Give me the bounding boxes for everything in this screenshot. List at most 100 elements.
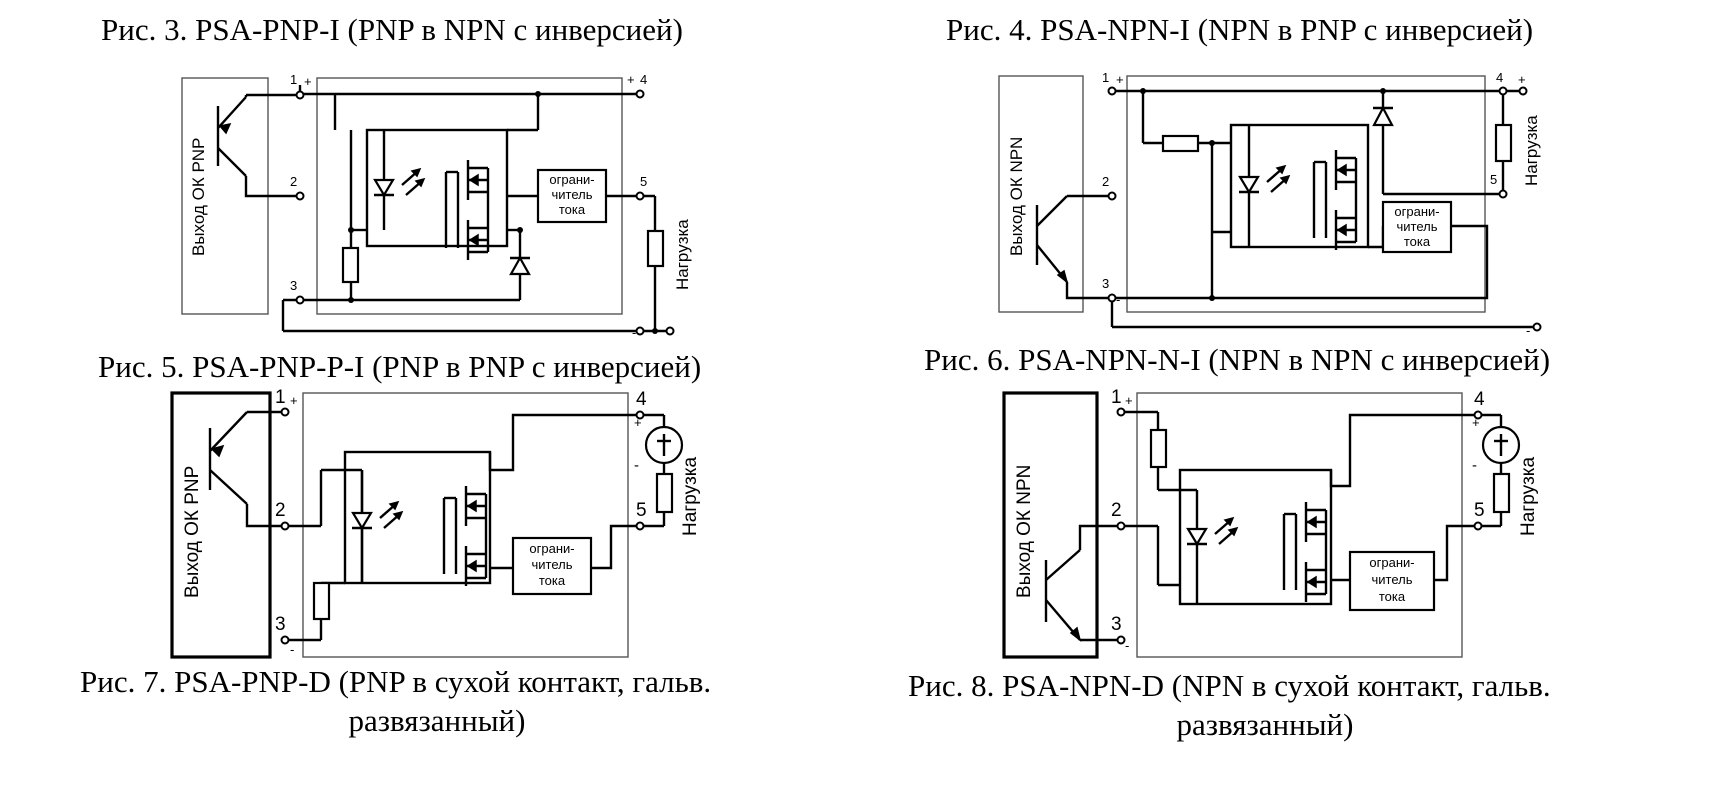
svg-text:2: 2: [1111, 500, 1122, 521]
svg-text:1: 1: [1111, 387, 1122, 408]
svg-text:тока: тока: [559, 202, 586, 217]
resistor-icon: [1161, 134, 1200, 153]
svg-text:5: 5: [636, 500, 647, 521]
svg-text:тока: тока: [1404, 234, 1431, 249]
diode-icon: [1372, 105, 1394, 127]
svg-text:5: 5: [640, 174, 647, 189]
svg-text:1: 1: [1102, 70, 1109, 85]
svg-text:+: +: [290, 393, 298, 408]
resistor-icon: [1494, 123, 1513, 163]
svg-text:3: 3: [1111, 614, 1122, 635]
output-pnp-label: Выход ОК PNP: [189, 138, 208, 256]
current-limiter-block: ограни- читель тока: [1381, 200, 1453, 254]
svg-text:2: 2: [290, 174, 297, 189]
svg-text:читель: читель: [1397, 219, 1438, 234]
load-label: Нагрузка: [673, 219, 692, 290]
figure-4: Рис. 4. PSA-NPN-I (NPN в PNP с инверсией…: [946, 12, 1542, 338]
figure-3-caption: Рис. 3. PSA-PNP-I (PNP в NPN с инверсией…: [101, 12, 683, 47]
load-label: Нагрузка: [1518, 456, 1539, 536]
svg-text:-: -: [634, 457, 639, 474]
svg-text:3: 3: [1102, 276, 1109, 291]
led-icon: [350, 500, 404, 530]
svg-text:-: -: [1116, 292, 1120, 307]
svg-text:5: 5: [1490, 172, 1497, 187]
photo-mosfet-icon: [442, 484, 488, 588]
output-module-box: [998, 75, 1084, 313]
resistor-icon: [655, 472, 674, 514]
svg-text:3: 3: [290, 278, 297, 293]
led-icon: [1185, 516, 1239, 546]
photo-mosfet-icon: [1312, 148, 1358, 252]
svg-text:ограни-: ограни-: [1394, 204, 1439, 219]
bipolar-transistor-icon: [1035, 195, 1069, 284]
svg-text:+: +: [1518, 72, 1526, 87]
figure-6: Рис. 6. PSA-NPN-N-I (NPN в NPN с инверси…: [924, 342, 1550, 659]
figure-3: Рис. 3. PSA-PNP-I (PNP в NPN с инверсией…: [101, 12, 692, 340]
resistor-icon: [341, 246, 360, 284]
svg-text:3: 3: [275, 614, 286, 635]
figure-4-caption: Рис. 4. PSA-NPN-I (NPN в PNP с инверсией…: [946, 12, 1533, 47]
svg-text:4: 4: [1496, 70, 1503, 85]
svg-text:читель: читель: [552, 187, 593, 202]
svg-text:ограни-: ограни-: [549, 172, 594, 187]
svg-text:тока: тока: [539, 573, 566, 588]
module-box: [1136, 392, 1463, 658]
svg-text:-: -: [1526, 323, 1530, 338]
figure-8-caption-line-1: Рис. 8. PSA-NPN-D (NPN в сухой контакт, …: [908, 668, 1551, 703]
diode-icon: [509, 255, 531, 276]
terminals: 1 + 2 3 - 4 + 5 -: [1102, 70, 1542, 338]
svg-text:4: 4: [636, 389, 647, 410]
terminals: 1 + 2 3 - 4 + 5 -: [1111, 387, 1485, 653]
svg-text:+: +: [627, 72, 635, 87]
load-label: Нагрузка: [680, 456, 701, 536]
figure-7-caption-line-2: развязанный): [349, 703, 526, 738]
svg-text:+: +: [304, 74, 312, 89]
output-npn-label: Выход ОК NPN: [1014, 465, 1035, 598]
signal-lamp-icon: [1481, 425, 1521, 465]
svg-text:4: 4: [640, 72, 647, 87]
led-icon: [1237, 164, 1291, 194]
current-limiter-block: ограни- читель тока: [1348, 550, 1436, 612]
bipolar-transistor-icon: [216, 95, 248, 177]
figure-6-caption: Рис. 6. PSA-NPN-N-I (NPN в NPN с инверси…: [924, 342, 1550, 377]
svg-text:ограни-: ограни-: [529, 541, 574, 556]
bipolar-transistor-icon: [208, 411, 248, 505]
figure-5-caption: Рис. 5. PSA-PNP-P-I (PNP в PNP с инверси…: [98, 349, 701, 384]
resistor-icon: [1149, 428, 1168, 469]
terminals: 1 + 2 3 - 4 + 5 -: [275, 387, 647, 657]
signal-lamp-icon: [644, 425, 684, 465]
output-pnp-label: Выход ОК PNP: [182, 466, 203, 598]
svg-text:1: 1: [290, 72, 297, 87]
figure-5: Рис. 5. PSA-PNP-P-I (PNP в PNP с инверси…: [98, 349, 701, 659]
terminals: 1 + 2 3 - 4 + 5 -: [290, 72, 675, 340]
svg-text:читель: читель: [532, 557, 573, 572]
svg-text:+: +: [634, 415, 642, 430]
svg-text:-: -: [304, 292, 308, 307]
svg-text:+: +: [1125, 393, 1133, 408]
load-label: Нагрузка: [1522, 115, 1541, 186]
svg-text:2: 2: [1102, 174, 1109, 189]
svg-text:-: -: [1472, 457, 1477, 474]
figure-8-caption-line-2: развязанный): [1177, 707, 1354, 742]
svg-text:4: 4: [1474, 389, 1485, 410]
svg-text:-: -: [632, 325, 636, 340]
resistor-icon: [646, 229, 665, 268]
bipolar-transistor-icon: [1044, 549, 1082, 642]
svg-text:читель: читель: [1372, 572, 1413, 587]
svg-text:+: +: [1472, 415, 1480, 430]
svg-text:1: 1: [275, 387, 286, 408]
current-limiter-block: ограни- читель тока: [511, 536, 593, 596]
figure-7-caption-line-1: Рис. 7. PSA-PNP-D (PNP в сухой контакт, …: [80, 664, 711, 699]
svg-text:2: 2: [275, 500, 286, 521]
svg-text:-: -: [1125, 638, 1129, 653]
resistor-icon: [312, 581, 331, 621]
svg-text:тока: тока: [1379, 589, 1406, 604]
current-limiter-block: ограни- читель тока: [536, 168, 608, 224]
svg-text:5: 5: [1474, 500, 1485, 521]
output-npn-label: Выход ОК NPN: [1007, 137, 1026, 256]
photo-mosfet-icon: [1282, 500, 1328, 604]
led-icon: [372, 167, 426, 197]
svg-text:ограни-: ограни-: [1369, 555, 1414, 570]
svg-text:-: -: [290, 642, 294, 657]
